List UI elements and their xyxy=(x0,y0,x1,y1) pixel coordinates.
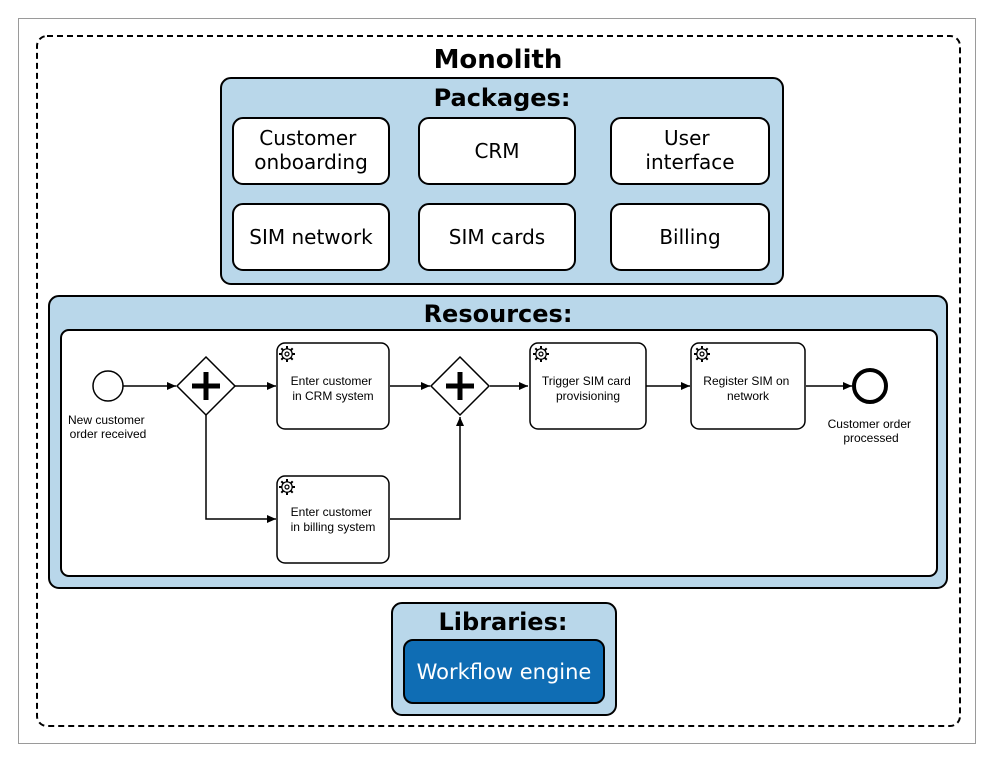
svg-text:Enter customer in CRM syst: Enter customer in CRM system xyxy=(291,374,376,403)
flow-arrow xyxy=(205,414,276,523)
task-crm xyxy=(276,342,390,430)
packages-heading: Packages: xyxy=(434,84,571,112)
task-label: Register SIM on xyxy=(703,374,789,388)
package-label: interface xyxy=(645,150,734,174)
monolith-boundary xyxy=(36,35,961,727)
resources-heading: Resources: xyxy=(424,300,573,328)
monolith-title: Monolith xyxy=(434,45,563,75)
task-label: network xyxy=(727,389,770,403)
package-box xyxy=(232,203,390,271)
parallel-gateway-plus-icon xyxy=(192,372,220,400)
svg-text:New customer order receive: New customer order received xyxy=(68,413,148,441)
figure-frame xyxy=(18,18,976,744)
end-event-label: processed xyxy=(843,431,898,445)
svg-text:SIM network: SIM network xyxy=(249,225,373,249)
svg-text:Billing: Billing xyxy=(659,225,720,249)
end-event-label: Customer order xyxy=(828,417,911,431)
start-event-label: order received xyxy=(70,427,147,441)
package-label: Billing xyxy=(659,225,720,249)
svg-text:Customer order processed: Customer order processed xyxy=(828,417,915,445)
workflow-engine-box xyxy=(403,639,605,704)
task-label: in CRM system xyxy=(292,389,373,403)
sequence-flows xyxy=(122,382,852,523)
task-label: provisioning xyxy=(556,389,620,403)
package-label: SIM cards xyxy=(449,225,545,249)
parallel-gateway-join xyxy=(429,355,491,417)
svg-text:Enter customer in billing: Enter customer in billing system xyxy=(291,505,376,534)
svg-text:User interface: User interface xyxy=(645,126,734,174)
task-label: Enter customer xyxy=(291,374,372,388)
task-trigger-sim xyxy=(529,342,647,430)
libraries-heading: Libraries: xyxy=(439,608,568,636)
svg-text:Customer onboarding: Customer onboarding xyxy=(254,126,368,174)
task-label: Enter customer xyxy=(291,505,372,519)
package-box xyxy=(610,117,770,185)
start-event xyxy=(92,370,124,402)
package-label: CRM xyxy=(474,139,519,163)
svg-text:CRM: CRM xyxy=(474,139,519,163)
package-label: User xyxy=(664,126,710,150)
package-box xyxy=(418,117,576,185)
task-billing xyxy=(276,475,390,564)
start-event-label: New customer xyxy=(68,413,145,427)
task-register-sim xyxy=(690,342,806,430)
workflow-engine-label: Workflow engine xyxy=(417,660,592,684)
flow-arrow xyxy=(390,417,464,520)
svg-text:SIM cards: SIM cards xyxy=(449,225,545,249)
package-label: Customer xyxy=(259,126,357,150)
parallel-gateway-split xyxy=(175,355,237,417)
package-box xyxy=(232,117,390,185)
parallel-gateway-plus-icon xyxy=(446,372,474,400)
svg-text:Trigger SIM card provision: Trigger SIM card provisioning xyxy=(542,374,634,403)
package-label: SIM network xyxy=(249,225,373,249)
package-box xyxy=(418,203,576,271)
task-label: in billing system xyxy=(291,520,376,534)
task-label: Trigger SIM card xyxy=(542,374,631,388)
package-box xyxy=(610,203,770,271)
package-label: onboarding xyxy=(254,150,368,174)
end-event xyxy=(852,368,888,404)
svg-text:Register SIM on network: Register SIM on network xyxy=(703,374,792,403)
